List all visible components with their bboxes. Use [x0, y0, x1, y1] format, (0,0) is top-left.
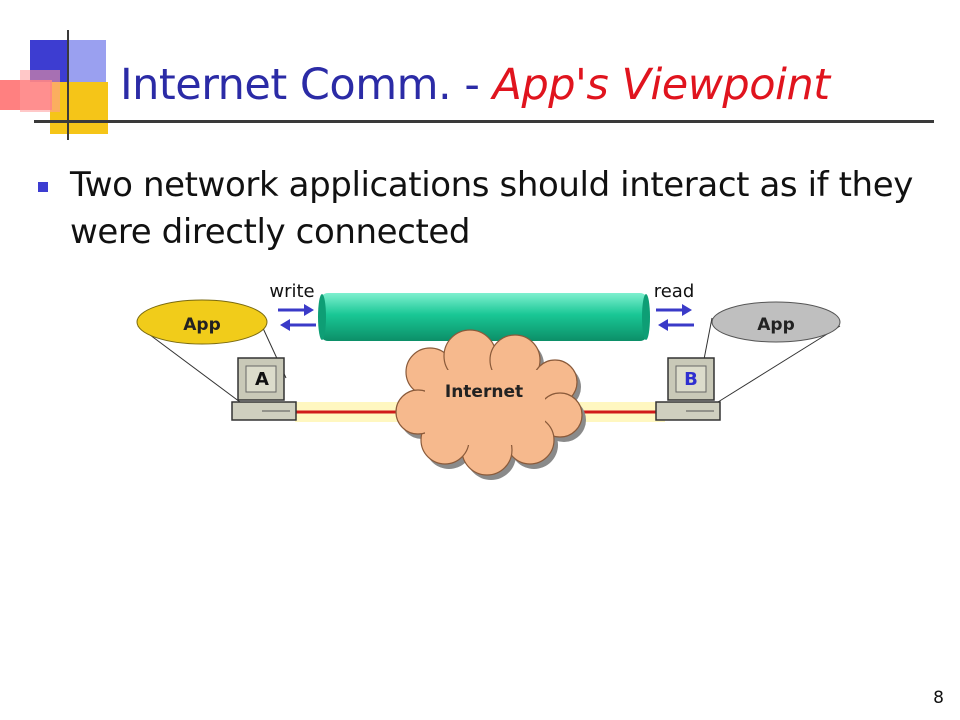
cloud-label: Internet — [445, 382, 523, 402]
page-number: 8 — [933, 688, 944, 708]
app-left: App — [136, 299, 268, 345]
write-arrows-icon — [278, 304, 316, 331]
read-label: read — [654, 281, 695, 302]
title-accent: App's Viewpoint — [492, 60, 831, 110]
bullet-square-icon — [38, 182, 48, 192]
app-right-label: App — [757, 315, 795, 335]
connection-pipe — [318, 293, 650, 341]
app-viewpoint-diagram: write read App App A B — [136, 281, 841, 480]
title-divider — [34, 120, 934, 123]
bullet-text: Two network applications should interact… — [70, 165, 913, 252]
host-b-computer-icon: B — [655, 357, 721, 421]
internet-cloud-icon: Internet — [395, 329, 586, 480]
host-a-label: A — [255, 369, 269, 390]
app-left-label: App — [183, 315, 221, 335]
host-a-computer-icon: A — [231, 357, 297, 421]
title-main: Internet Comm. - — [120, 60, 493, 110]
host-b-label: B — [684, 369, 698, 390]
slide-title: Internet Comm. - App's Viewpoint — [120, 60, 830, 110]
write-label: write — [269, 281, 314, 302]
read-arrows-icon — [656, 304, 694, 331]
app-right: App — [711, 301, 841, 343]
corner-decoration — [0, 30, 108, 140]
